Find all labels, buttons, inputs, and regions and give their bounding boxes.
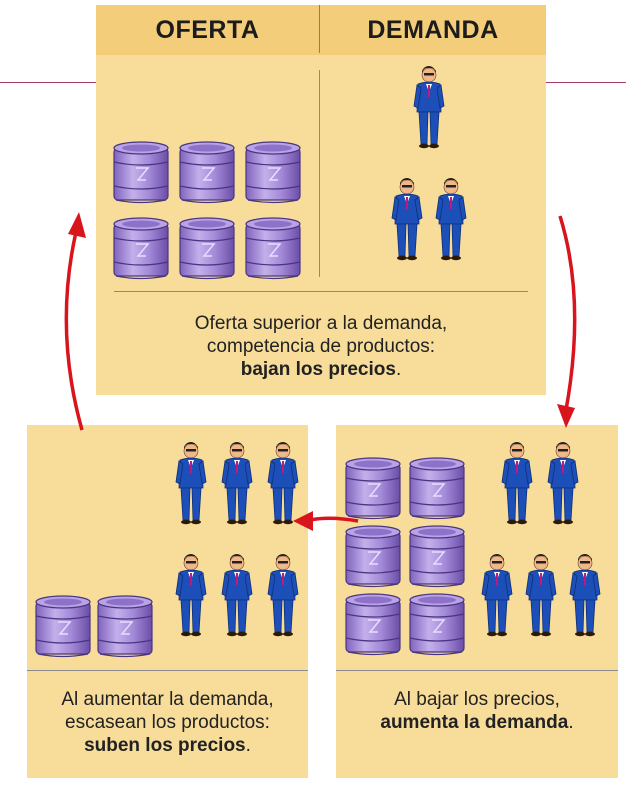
barrel-icon xyxy=(409,593,465,656)
top-caption-line2: competencia de productos: xyxy=(206,336,436,357)
businessman-icon xyxy=(481,553,513,637)
top-caption-end: . xyxy=(395,359,402,380)
bl-caption-end: . xyxy=(245,735,251,756)
header-bar xyxy=(96,5,546,55)
businessman-icon xyxy=(435,177,467,261)
businessman-icon xyxy=(267,441,299,525)
barrel-icon xyxy=(113,217,169,280)
barrel-icon xyxy=(245,141,301,204)
middle-left-arrow xyxy=(293,511,359,531)
header-divider xyxy=(319,5,320,53)
barrel-icon xyxy=(179,217,235,280)
bl-caption-line2: escasean los productos: xyxy=(65,712,270,733)
bl-caption-line1: Al aumentar la demanda, xyxy=(61,689,274,710)
vertical-divider xyxy=(319,70,320,277)
businessman-icon xyxy=(221,553,253,637)
top-panel xyxy=(96,55,546,395)
businessman-icon xyxy=(391,177,423,261)
barrel-icon xyxy=(35,595,91,658)
barrel-icon xyxy=(345,593,401,656)
barrel-icon xyxy=(345,457,401,520)
br-caption-end: . xyxy=(568,712,574,733)
right-down-arrow xyxy=(557,215,577,428)
businessman-icon xyxy=(221,441,253,525)
horizontal-divider xyxy=(114,291,528,292)
businessman-icon xyxy=(175,441,207,525)
barrel-icon xyxy=(97,595,153,658)
businessman-icon xyxy=(547,441,579,525)
barrel-icon xyxy=(345,525,401,588)
bl-caption-bold: suben los precios xyxy=(84,735,246,756)
left-up-arrow xyxy=(64,212,86,431)
bottom-right-caption: Al bajar los precios, aumenta la demanda… xyxy=(336,688,618,734)
br-caption-bold: aumenta la demanda xyxy=(380,712,569,733)
barrel-icon xyxy=(245,217,301,280)
barrel-icon xyxy=(113,141,169,204)
businessman-icon xyxy=(525,553,557,637)
businessman-icon xyxy=(267,553,299,637)
oferta-title: OFERTA xyxy=(155,16,260,44)
bottom-left-divider xyxy=(27,670,308,671)
top-caption: Oferta superior a la demanda, competenci… xyxy=(96,312,546,381)
barrel-icon xyxy=(179,141,235,204)
demanda-title: DEMANDA xyxy=(367,16,499,44)
businessman-icon xyxy=(175,553,207,637)
bottom-right-divider xyxy=(336,670,618,671)
top-caption-line1: Oferta superior a la demanda, xyxy=(194,313,448,334)
bottom-left-caption: Al aumentar la demanda, escasean los pro… xyxy=(27,688,308,757)
top-caption-bold: bajan los precios xyxy=(240,359,396,380)
businessman-icon xyxy=(501,441,533,525)
barrel-icon xyxy=(409,525,465,588)
businessman-icon xyxy=(569,553,601,637)
businessman-icon xyxy=(413,65,445,149)
br-caption-line1: Al bajar los precios, xyxy=(394,689,560,710)
barrel-icon xyxy=(409,457,465,520)
